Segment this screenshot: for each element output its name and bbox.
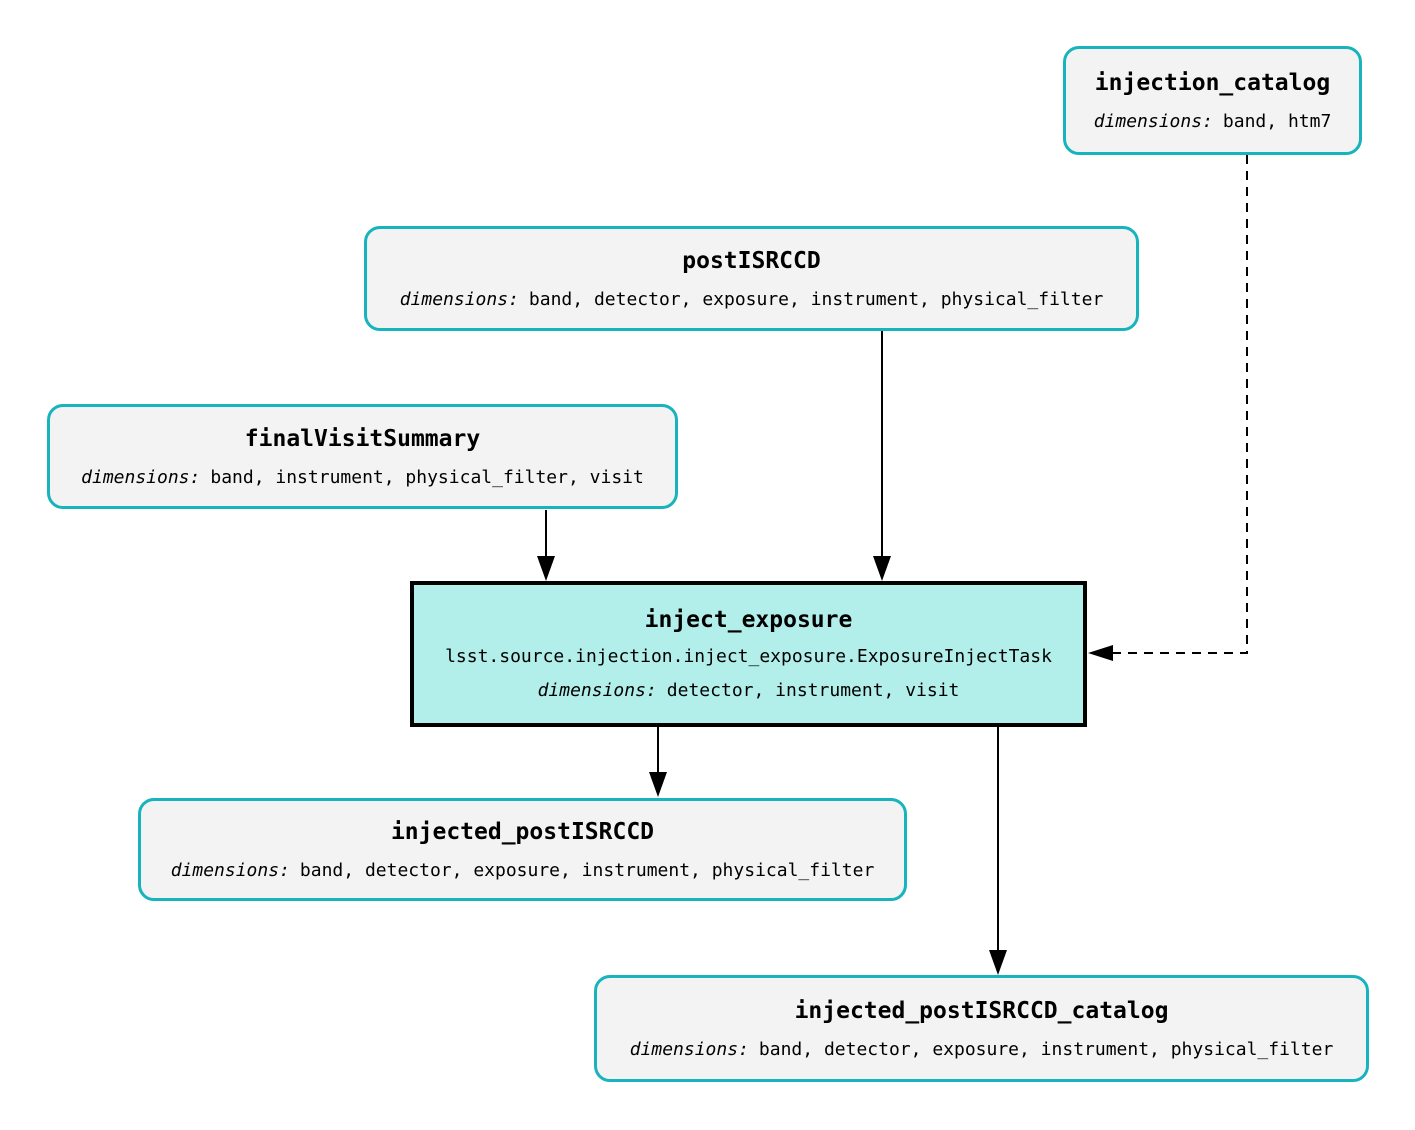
node-dimensions: dimensions: band, instrument, physical_fi… (81, 467, 644, 488)
node-dimensions: dimensions: band, detector, exposure, ins… (171, 860, 875, 881)
edge-inject-exposure-to-injected-postisrccd (649, 727, 667, 797)
dimensions-label: dimensions: (399, 288, 519, 310)
dimensions-value: detector, instrument, visit (666, 680, 960, 701)
node-dimensions: dimensions: detector, instrument, visit (538, 680, 960, 701)
node-injected-postisrccd-catalog: injected_postISRCCD_catalog dimensions: b… (594, 975, 1369, 1082)
node-postisrccd: postISRCCD dimensions: band, detector, ex… (364, 226, 1139, 331)
node-injection-catalog: injection_catalog dimensions: band, htm7 (1063, 46, 1362, 155)
dimensions-label: dimensions: (1093, 110, 1213, 132)
node-title: injected_postISRCCD (390, 818, 655, 845)
node-finalvisitsummary: finalVisitSummary dimensions: band, instr… (47, 404, 678, 509)
task-title: inject_exposure (644, 607, 853, 633)
dimensions-value: band, detector, exposure, instrument, ph… (528, 288, 1104, 310)
node-title: finalVisitSummary (244, 425, 481, 452)
edge-postisrccd-to-inject-exposure (873, 331, 891, 581)
dimensions-label: dimensions: (170, 859, 290, 881)
edge-inject-exposure-to-injected-postisrccd-catalog (989, 727, 1007, 975)
node-injected-postisrccd: injected_postISRCCD dimensions: band, det… (138, 798, 907, 901)
task-node-inject-exposure: inject_exposure lsst.source.injection.in… (410, 581, 1087, 727)
edge-finalvisitsummary-to-inject-exposure (537, 510, 555, 581)
dimensions-value: band, detector, exposure, instrument, ph… (299, 859, 875, 881)
node-title: postISRCCD (682, 247, 821, 274)
dimensions-label: dimensions: (629, 1038, 749, 1060)
dimensions-value: band, detector, exposure, instrument, ph… (758, 1038, 1334, 1060)
node-title: injection_catalog (1094, 69, 1331, 96)
node-dimensions: dimensions: band, detector, exposure, ins… (400, 289, 1104, 310)
task-class-path: lsst.source.injection.inject_exposure.Ex… (445, 646, 1052, 667)
node-dimensions: dimensions: band, htm7 (1094, 111, 1332, 132)
node-title: injected_postISRCCD_catalog (794, 997, 1169, 1024)
dimensions-label: dimensions: (81, 466, 201, 488)
dimensions-value: band, instrument, physical_filter, visit (210, 466, 644, 488)
node-dimensions: dimensions: band, detector, exposure, ins… (630, 1039, 1334, 1060)
dimensions-value: band, htm7 (1222, 110, 1332, 132)
edge-injection-catalog-to-inject-exposure (1088, 155, 1248, 661)
dimensions-label: dimensions: (537, 680, 657, 701)
